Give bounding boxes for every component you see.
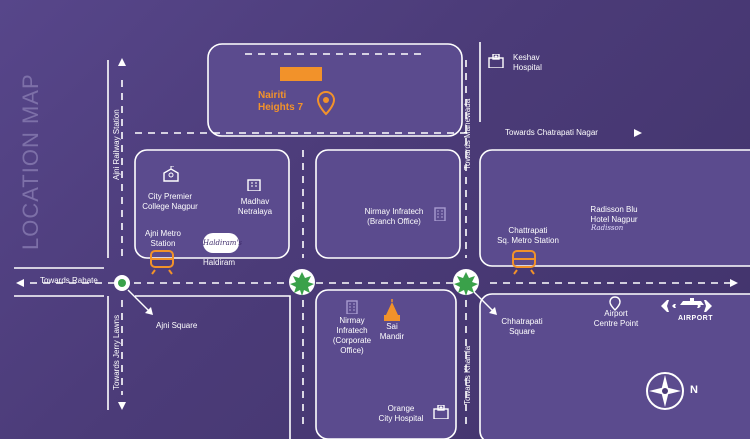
arrow-down-left (118, 402, 126, 410)
label-chhatrapati-square: Chhatrapati Square (501, 317, 543, 336)
label-city-premier-college: City Premier College Nagpur (142, 192, 198, 211)
airport-icon (661, 298, 712, 312)
road-label-jerry-lawns: Towards Jerry Lawns (112, 314, 121, 390)
road-edge-lower-mid-left (135, 295, 291, 439)
chattrapati-metro-icon (512, 250, 536, 275)
property-building (280, 67, 322, 81)
city-premier-college-icon (163, 165, 179, 182)
label-sai-mandir: Sai Mandir (379, 322, 405, 341)
radisson-logo: Radisson (591, 224, 624, 232)
arrow-left-rahate (16, 279, 24, 287)
arrow-right-main (730, 279, 738, 287)
arrow-diag-ajni (127, 289, 151, 313)
block-ajni-college (134, 149, 290, 259)
label-airport-centre: Airport Centre Point (593, 309, 639, 328)
label-ajni-square: Ajni Square (156, 321, 198, 330)
block-lower-middle (315, 289, 457, 439)
temple-icon (384, 299, 400, 321)
road-label-manewada: Towards Manewada (463, 98, 472, 170)
nirmay-branch-icon (434, 207, 448, 222)
junction-chhatrapati (453, 269, 479, 296)
orange-city-hospital-icon (433, 404, 449, 420)
compass-icon (646, 372, 684, 410)
block-lower-right (479, 293, 750, 439)
junction-center (289, 269, 315, 296)
ajni-metro-icon (150, 250, 174, 275)
road-label-rahate: Towards Rahate (40, 276, 98, 285)
arrow-up-left (118, 58, 126, 66)
block-nirmay-branch (315, 149, 461, 259)
label-madhav-netralaya: Madhav Netralaya (237, 197, 273, 216)
label-chattrapati-metro: Chattrapati Sq. Metro Station (497, 226, 559, 245)
road-label-chatrapati-nagar: Towards Chatrapati Nagar (505, 128, 598, 137)
label-keshav-hospital: Keshav Hospital (513, 53, 542, 72)
airport-centre-pin-icon (609, 296, 621, 311)
label-airport: AIRPORT (678, 315, 713, 322)
arrow-right-chatrapati (634, 129, 642, 137)
property-name: Nairiti Heights 7 (258, 90, 304, 113)
keshav-hospital-icon (488, 53, 504, 69)
label-nirmay-corporate: Nirmay Infratech (Corporate Office) (332, 316, 372, 355)
arrow-diag-chhatrapati (471, 289, 495, 313)
block-property (207, 43, 463, 137)
label-haldiram: Haldiram (203, 258, 236, 267)
nirmay-corporate-icon (346, 300, 360, 315)
label-ajni-metro: Ajni Metro Station (144, 229, 181, 248)
block-metro-right (479, 149, 750, 267)
junction-ajni (114, 275, 130, 291)
madhav-netralaya-icon (247, 178, 261, 192)
label-nirmay-branch: Nirmay Infratech (Branch Office) (364, 207, 424, 226)
label-radisson: Radisson Blu Hotel Nagpur (590, 205, 638, 224)
label-orange-city-hospital: Orange City Hospital (378, 404, 424, 423)
haldiram-logo: Haldiram's (203, 233, 242, 253)
side-title: LOCATION MAP (18, 73, 43, 250)
road-label-ajni-railway: Ajni Railway Station (112, 109, 121, 180)
compass-north-label: N (690, 384, 698, 396)
location-pin-icon (316, 90, 336, 116)
road-label-khamla: Towards Khamla (463, 345, 472, 405)
